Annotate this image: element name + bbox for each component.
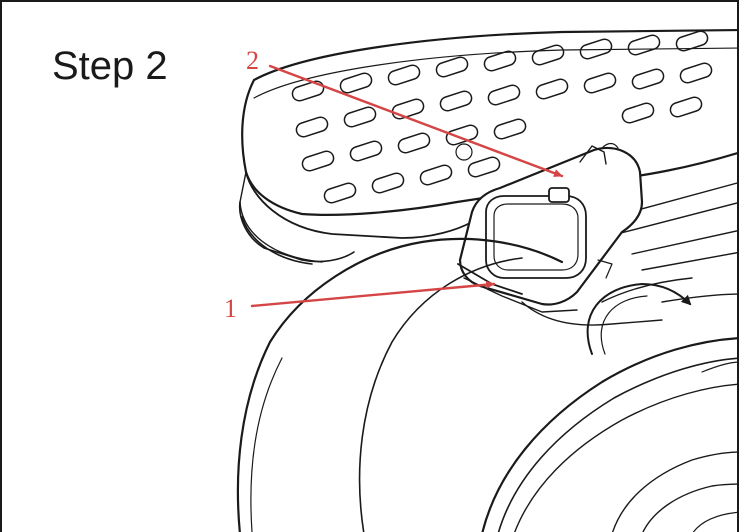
callout-arrows bbox=[250, 64, 564, 308]
release-button bbox=[548, 187, 570, 203]
frame-rails bbox=[601, 182, 737, 303]
rotation-arrow bbox=[586, 283, 692, 355]
foot-pedal bbox=[239, 28, 737, 263]
latch-housing bbox=[457, 142, 663, 326]
pedal-grip-slots bbox=[291, 30, 713, 204]
side-wheel bbox=[236, 237, 564, 532]
callout-label-2: 2 bbox=[246, 46, 259, 75]
front-roller bbox=[481, 337, 737, 532]
callout-label-1: 1 bbox=[224, 294, 237, 323]
callout-arrow-1 bbox=[250, 280, 496, 308]
rear-roller bbox=[238, 201, 355, 265]
step-title: Step 2 bbox=[52, 44, 168, 88]
callout-arrow-2 bbox=[268, 64, 564, 178]
